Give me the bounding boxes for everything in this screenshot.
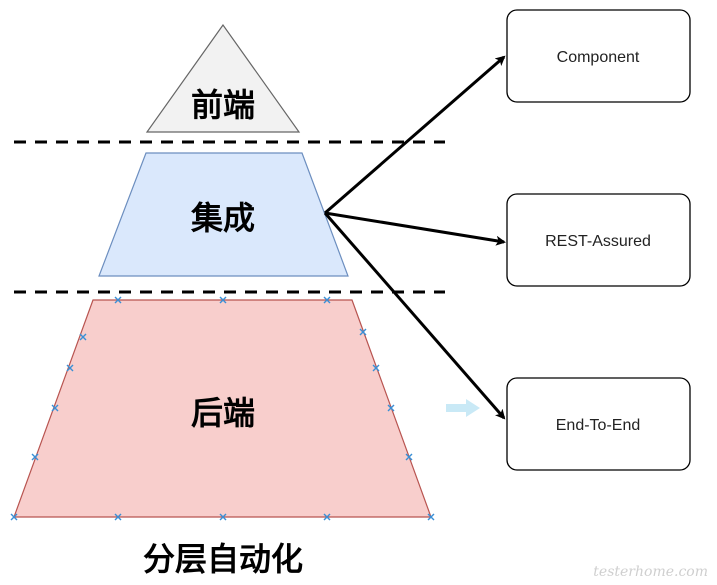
handle-marker-icon[interactable] bbox=[427, 513, 435, 521]
handle-marker-icon[interactable] bbox=[51, 404, 59, 412]
watermark: testerhome.com bbox=[593, 564, 708, 580]
handle-marker-icon[interactable] bbox=[387, 404, 395, 412]
backend-layer-label: 后端 bbox=[191, 394, 255, 432]
handle-marker-icon[interactable] bbox=[405, 453, 413, 461]
handle-marker-icon[interactable] bbox=[114, 296, 122, 304]
handle-marker-icon[interactable] bbox=[219, 296, 227, 304]
rest-assured-box-label: REST-Assured bbox=[545, 233, 651, 250]
arrow-to-component bbox=[324, 55, 506, 215]
integration-layer-shape[interactable] bbox=[98, 152, 349, 277]
diagram-caption: 分层自动化 bbox=[143, 540, 303, 578]
handle-marker-icon[interactable] bbox=[359, 328, 367, 336]
handle-marker-icon[interactable] bbox=[114, 513, 122, 521]
selection-handles bbox=[10, 296, 435, 521]
handle-marker-icon[interactable] bbox=[79, 333, 87, 341]
arrow-to-end-to-end bbox=[323, 212, 506, 420]
handle-marker-icon[interactable] bbox=[219, 513, 227, 521]
integration-layer-label: 集成 bbox=[190, 199, 255, 237]
handle-marker-icon[interactable] bbox=[31, 453, 39, 461]
handle-marker-icon[interactable] bbox=[323, 296, 331, 304]
handle-marker-icon[interactable] bbox=[372, 364, 380, 372]
frontend-layer-shape[interactable] bbox=[145, 23, 301, 133]
component-box-label: Component bbox=[557, 49, 640, 66]
end-to-end-box[interactable]: End-To-End bbox=[506, 377, 691, 471]
ghost-arrow-icon bbox=[446, 399, 480, 417]
component-box[interactable]: Component bbox=[506, 9, 691, 103]
handle-marker-icon[interactable] bbox=[10, 513, 18, 521]
handle-marker-icon[interactable] bbox=[323, 513, 331, 521]
handle-marker-icon[interactable] bbox=[66, 364, 74, 372]
frontend-layer-label: 前端 bbox=[191, 86, 255, 124]
rest-assured-box[interactable]: REST-Assured bbox=[506, 193, 691, 287]
end-to-end-box-label: End-To-End bbox=[556, 417, 641, 434]
arrow-to-rest-assured bbox=[324, 211, 506, 246]
